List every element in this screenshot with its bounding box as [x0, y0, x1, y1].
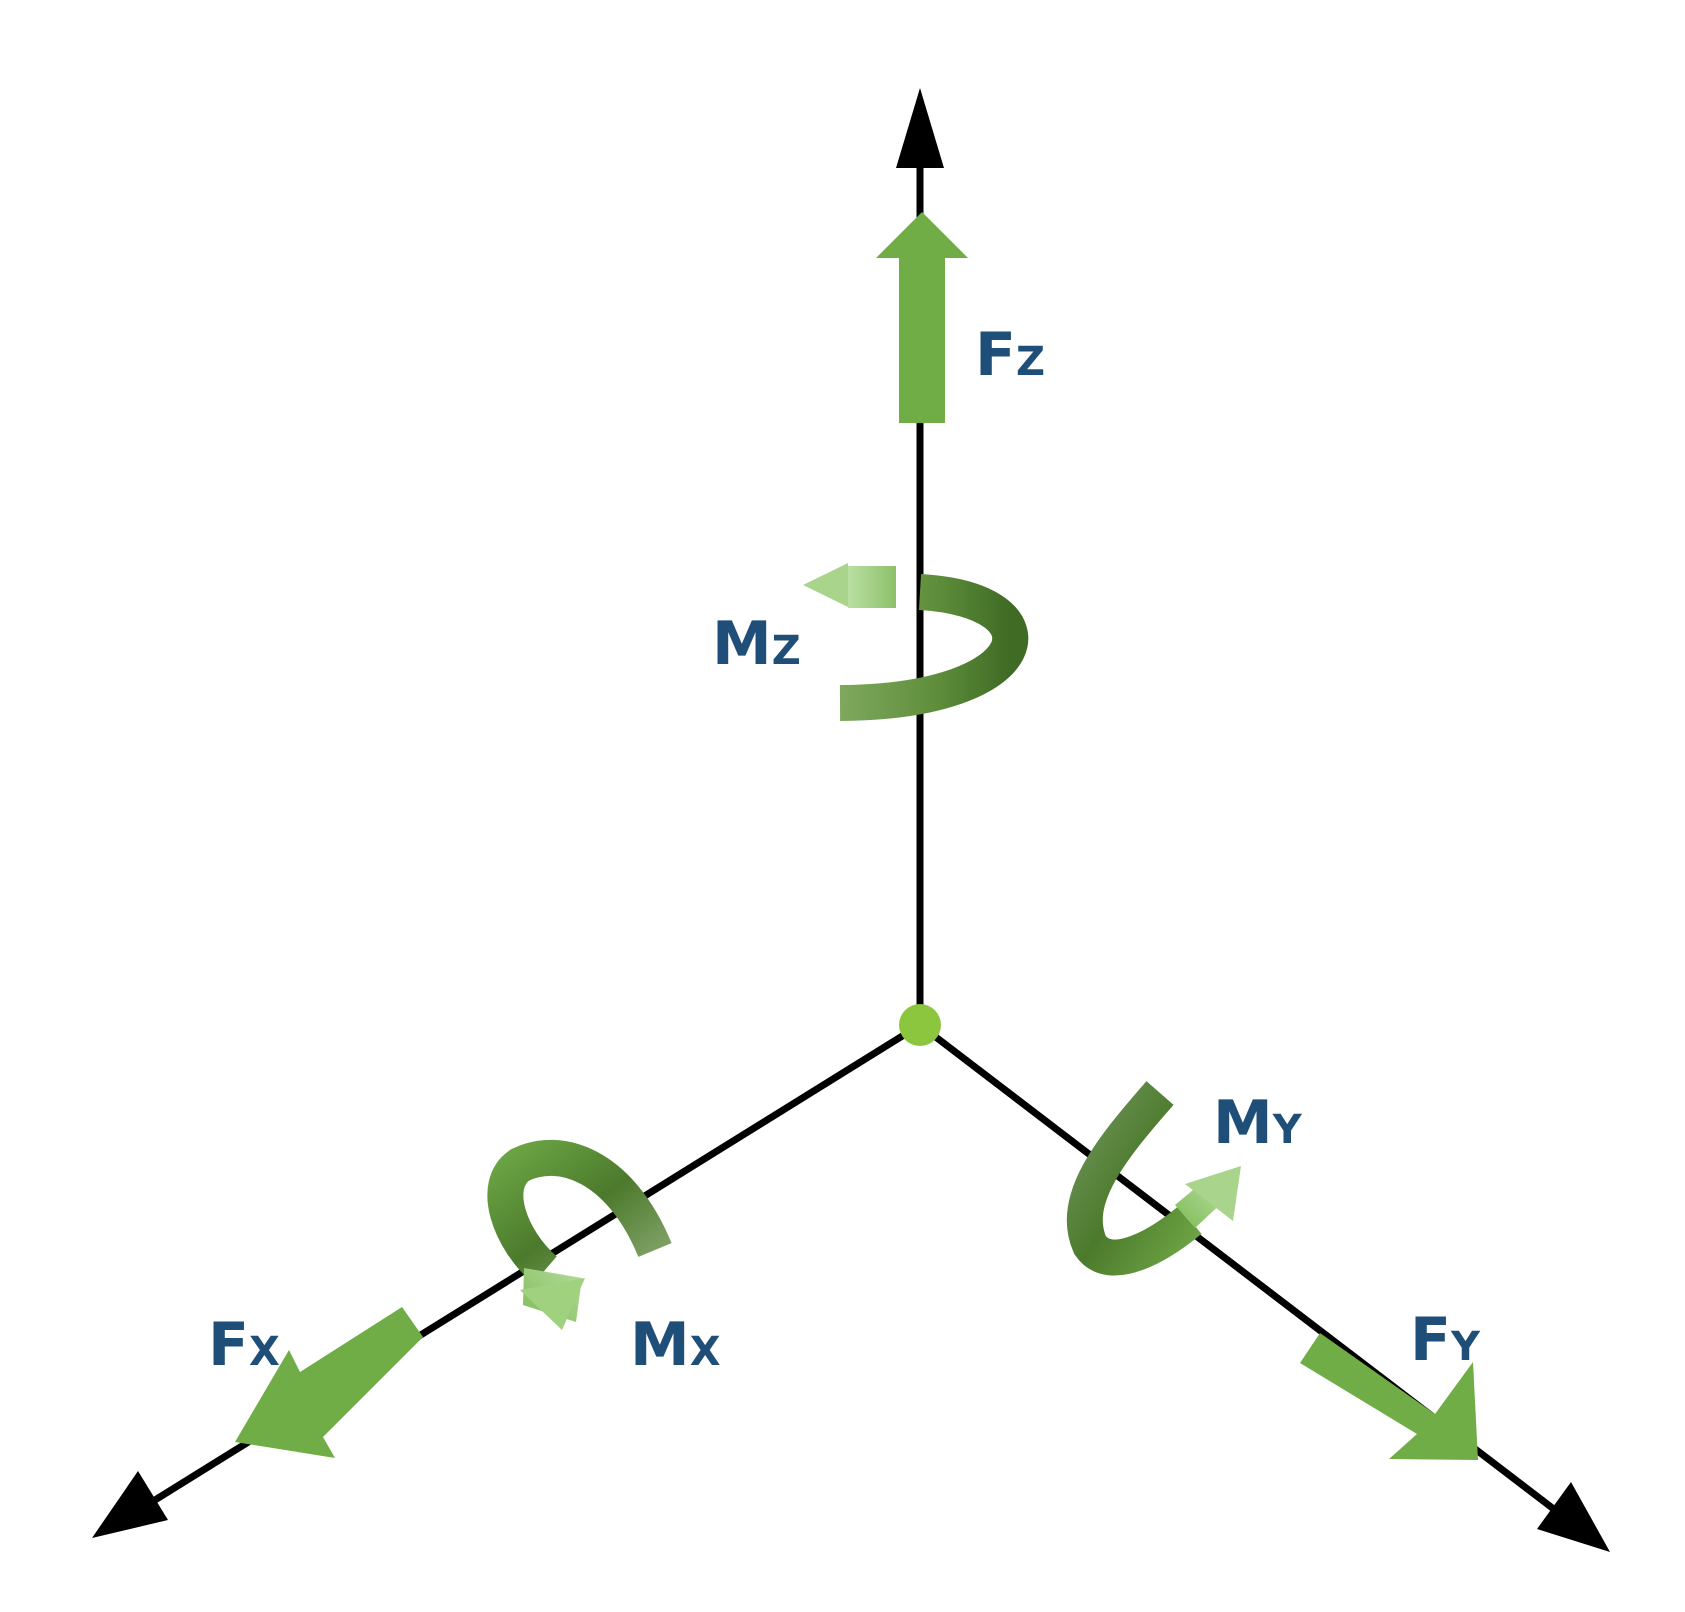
mx-moment-arrow [487, 1140, 672, 1330]
z-axis-arrowhead [896, 88, 944, 168]
origin-point [899, 1004, 941, 1046]
fy-force-arrow [1300, 1333, 1478, 1460]
fz-force-arrow [876, 212, 968, 423]
mx-label: MX [630, 1310, 721, 1380]
my-moment-arrow [1066, 1081, 1241, 1276]
fx-force-arrow [235, 1307, 423, 1458]
my-label: MY [1213, 1088, 1303, 1158]
mz-moment-arrow [803, 563, 1029, 721]
y-axis-arrowhead [1537, 1482, 1610, 1552]
x-axis-arrowhead [92, 1471, 168, 1538]
mz-label: MZ [712, 609, 801, 679]
fy-label: FY [1410, 1305, 1481, 1375]
axes [92, 88, 1610, 1552]
fx-label: FX [208, 1310, 280, 1380]
fz-label: FZ [975, 320, 1045, 390]
